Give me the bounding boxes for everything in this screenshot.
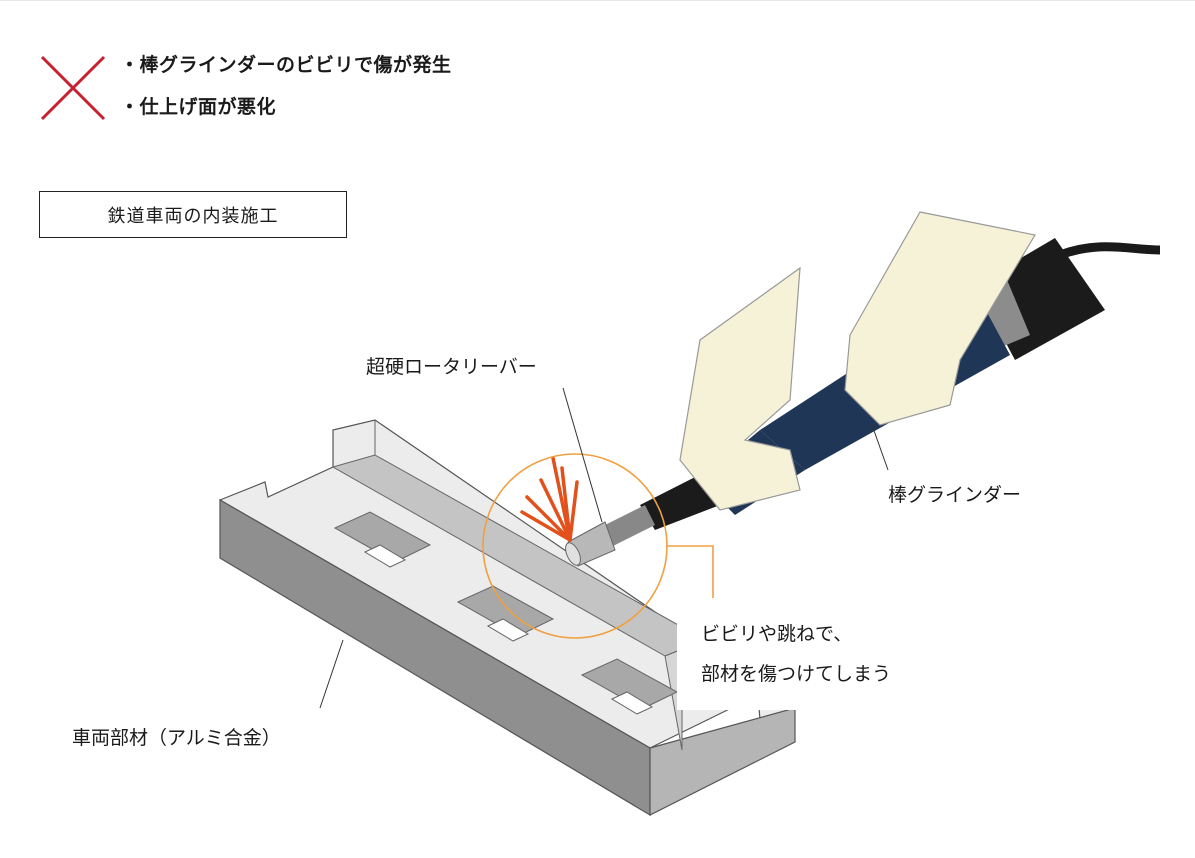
part-slot	[456, 585, 555, 642]
warning-point-finish: ・仕上げ面が悪化	[120, 96, 277, 118]
context-label-box: 鉄道車両の内装施工	[39, 191, 347, 238]
vehicle-part	[218, 419, 797, 817]
context-label: 鉄道車両の内装施工	[107, 205, 279, 227]
sparks	[520, 456, 579, 542]
callout-line: 部材を傷つけてしまう	[701, 663, 892, 685]
grinder-label: 棒グラインダー	[888, 484, 1022, 506]
leader-line-burr	[562, 387, 603, 523]
part-label: 車両部材（アルミ合金）	[72, 727, 281, 749]
warning-point-chatter: ・棒グラインダーのビビリで傷が発生	[120, 54, 452, 76]
damage-callout: ビビリや跳ねで、 部材を傷つけてしまう	[677, 598, 969, 710]
callout-connector	[667, 545, 714, 600]
callout-line: ビビリや跳ねで、	[701, 623, 853, 645]
gloved-hand	[679, 266, 801, 511]
leader-line-grinder	[871, 424, 889, 471]
leader-line-part	[319, 639, 344, 709]
part-slot	[333, 511, 432, 568]
burr-label: 超硬ロータリーバー	[366, 356, 537, 378]
top-divider	[0, 0, 1195, 1]
cross-icon	[40, 55, 106, 121]
gloved-hand	[844, 211, 1036, 426]
